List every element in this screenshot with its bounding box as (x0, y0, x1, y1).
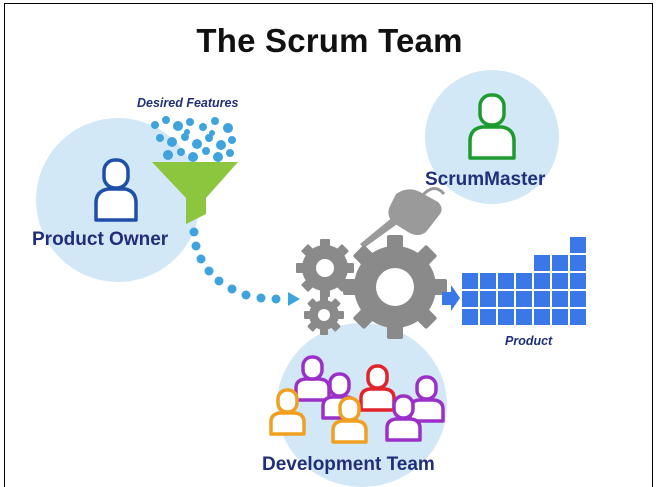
product-block (480, 309, 496, 325)
product-block (534, 273, 550, 289)
large-gear-icon (343, 235, 447, 339)
watering-can-icon (360, 187, 446, 248)
product-block (570, 291, 586, 307)
team-member-red-icon (359, 364, 396, 412)
product-block (570, 309, 586, 325)
product-blocks-icon (462, 237, 586, 325)
slide-title: The Scrum Team (196, 22, 463, 59)
output-arrow-icon (442, 285, 460, 311)
medium-gear-icon (296, 239, 354, 297)
product-block (480, 273, 496, 289)
slide-frame (4, 3, 653, 487)
team-member-purple-3-icon (408, 375, 445, 423)
team-member-orange-2-icon (331, 396, 368, 444)
team-member-purple-4-icon (385, 394, 422, 442)
product-block (552, 255, 568, 271)
product-block (516, 309, 532, 325)
product-owner-icon (94, 158, 138, 222)
team-member-orange-1-icon (269, 388, 306, 436)
product-block (534, 255, 550, 271)
product-block (552, 309, 568, 325)
scrum-master-label: ScrumMaster (425, 169, 546, 190)
desired-features-dots (151, 116, 236, 162)
product-block (462, 309, 478, 325)
product-block (516, 273, 532, 289)
product-block (498, 309, 514, 325)
product-block (498, 291, 514, 307)
product-block (516, 291, 532, 307)
desired-features-label: Desired Features (137, 96, 239, 110)
product-block (498, 273, 514, 289)
product-block (552, 291, 568, 307)
feature-flow-dots (189, 227, 281, 304)
team-member-purple-1-icon (294, 355, 331, 402)
product-label: Product (505, 334, 553, 348)
development-team-icons (269, 355, 445, 444)
scrum-master-icon (468, 93, 516, 160)
product-block (570, 255, 586, 271)
development-team-label: Development Team (262, 454, 435, 475)
product-block (570, 237, 586, 253)
product-block (534, 309, 550, 325)
funnel-icon (152, 162, 238, 224)
small-gear-icon (304, 295, 344, 335)
product-block (462, 273, 478, 289)
flow-arrow-icon (288, 292, 300, 306)
product-block (534, 291, 550, 307)
product-block (570, 273, 586, 289)
product-block (462, 291, 478, 307)
product-owner-label: Product Owner (32, 229, 169, 250)
product-block (480, 291, 496, 307)
product-block (552, 273, 568, 289)
